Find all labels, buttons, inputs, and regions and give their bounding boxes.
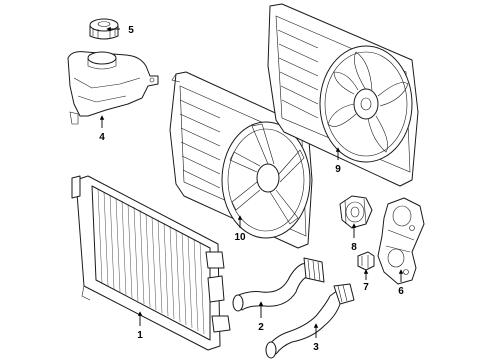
sensor [357, 251, 375, 271]
thermostat-housing [377, 197, 425, 285]
lower-hose [265, 283, 355, 359]
radiator-fins [97, 188, 205, 335]
radiator [71, 175, 231, 351]
callout-5: 5 [128, 25, 134, 36]
callout-4: 4 [99, 132, 105, 143]
fan-assembly [267, 3, 419, 187]
callout-7: 7 [363, 282, 369, 293]
thermostat [339, 195, 373, 229]
callout-2: 2 [258, 322, 264, 333]
expansion-tank [67, 51, 159, 125]
callout-1: 1 [137, 330, 143, 341]
callout-8: 8 [351, 242, 357, 253]
upper-hose [232, 257, 325, 312]
callout-10: 10 [234, 232, 246, 243]
callout-9: 9 [335, 164, 341, 175]
callout-3: 3 [313, 342, 319, 353]
callout-6: 6 [398, 286, 404, 297]
